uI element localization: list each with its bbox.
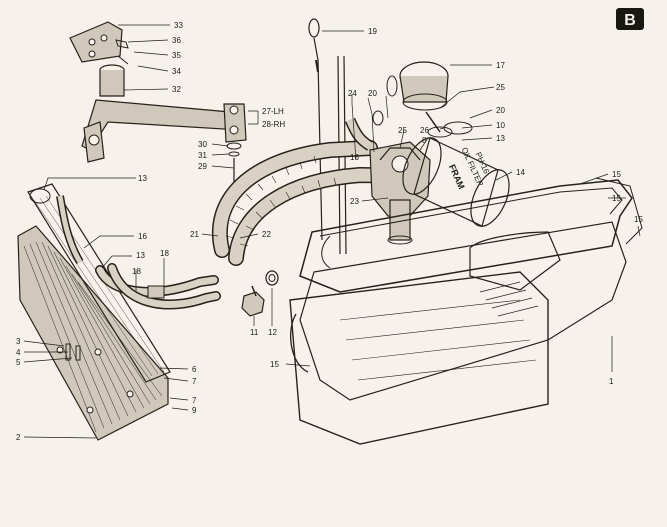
cooler-hoses [56, 195, 221, 310]
callout-13-middle: 13 [136, 251, 145, 260]
callout-31: 31 [198, 151, 207, 160]
oil-pan [289, 177, 643, 445]
callout-30: 30 [198, 140, 207, 149]
callout-5: 5 [16, 358, 21, 367]
callout-34: 34 [172, 67, 181, 76]
callout-4: 4 [16, 348, 21, 357]
filter-adapter [369, 141, 431, 245]
callout-2: 2 [16, 433, 21, 442]
oil-hoses [212, 117, 428, 266]
callout-1: 1 [609, 377, 614, 386]
callout-13-top: 13 [138, 174, 147, 183]
section-badge-letter: B [624, 12, 636, 29]
callout-27: 27-LH [262, 107, 284, 116]
callout-33: 33 [174, 21, 183, 30]
callout-16-left: 16 [138, 232, 147, 241]
callout-13-filter: 13 [496, 134, 505, 143]
callout-labels: 33 36 35 34 32 27-LH 28-RH 30 31 29 19 2… [16, 21, 643, 442]
callout-21: 21 [190, 230, 199, 239]
callout-23: 23 [350, 197, 359, 206]
filter-brand-label: FRAM [447, 163, 467, 191]
section-badge: B [616, 8, 644, 30]
callout-6: 6 [192, 365, 197, 374]
callout-18-right: 18 [160, 249, 169, 258]
dipstick [308, 18, 347, 255]
callout-14: 14 [516, 168, 525, 177]
drain-plug [241, 270, 279, 317]
callout-25-upper: 25 [496, 83, 505, 92]
callout-15-top: 15 [612, 170, 621, 179]
callout-20-right: 20 [496, 106, 505, 115]
mounting-bracket [69, 21, 129, 65]
callout-17: 17 [496, 61, 505, 70]
callout-10: 10 [496, 121, 505, 130]
callout-15-right: 15 [612, 194, 621, 203]
callout-19: 19 [368, 27, 377, 36]
callout-8: 8 [422, 136, 427, 145]
callout-3: 3 [16, 337, 21, 346]
support-arm [81, 64, 247, 163]
callout-15-edge: 15 [634, 215, 643, 224]
callout-11: 11 [250, 328, 259, 337]
callout-36: 36 [172, 36, 181, 45]
filter-canister [372, 61, 473, 138]
callout-12: 12 [268, 328, 277, 337]
callout-18-left: 18 [132, 267, 141, 276]
callout-7-upper: 7 [192, 377, 197, 386]
callout-32: 32 [172, 85, 181, 94]
callout-35: 35 [172, 51, 181, 60]
callout-29: 29 [198, 162, 207, 171]
oil-cooler [17, 183, 171, 441]
callout-16-center: 16 [350, 153, 359, 162]
callout-28: 28-RH [262, 120, 285, 129]
callout-25-lower: 25 [398, 126, 407, 135]
callout-15-left: 15 [270, 360, 279, 369]
leader-lines [23, 24, 641, 439]
callout-20-upper: 20 [368, 89, 377, 98]
callout-7-lower: 7 [192, 396, 197, 405]
callout-9: 9 [192, 406, 197, 415]
callout-24: 24 [348, 89, 357, 98]
callout-22: 22 [262, 230, 271, 239]
callout-26: 26 [420, 126, 429, 135]
